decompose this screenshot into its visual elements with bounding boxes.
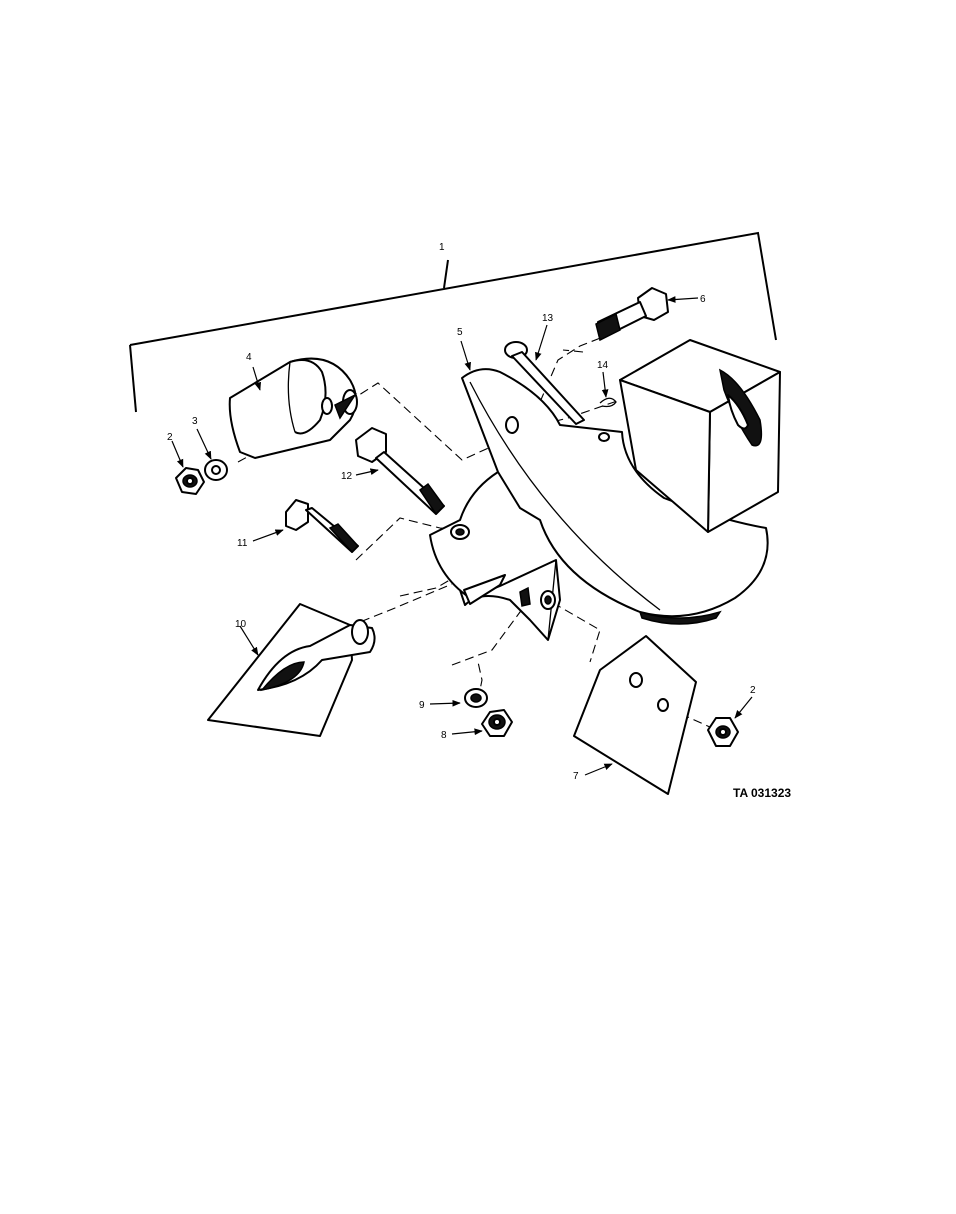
callout-13: 13	[542, 313, 554, 324]
hex-nut-left	[175, 467, 205, 495]
tooth-10	[207, 603, 376, 737]
lock-washer	[204, 459, 228, 481]
pin-13	[504, 341, 585, 425]
tooth-holder	[228, 357, 358, 459]
callout-4: 4	[246, 352, 252, 363]
leader-arrows	[171, 296, 753, 776]
callout-10: 10	[235, 619, 247, 630]
callout-11: 11	[237, 538, 248, 549]
adapter-box	[619, 339, 781, 533]
callout-2-right: 2	[750, 685, 756, 696]
bolt-11	[285, 499, 360, 554]
callout-2-left: 2	[167, 432, 173, 443]
callout-14: 14	[597, 360, 609, 371]
hex-nut-right	[707, 717, 739, 747]
callout-1: 1	[439, 242, 445, 253]
callout-3: 3	[192, 416, 198, 427]
wear-plate-7	[573, 635, 697, 795]
callout-5: 5	[457, 327, 463, 338]
bolt-6	[595, 287, 669, 342]
bolt-12	[355, 427, 445, 516]
callout-12: 12	[341, 471, 353, 482]
callout-7: 7	[573, 771, 579, 782]
assembly-bracket	[129, 231, 777, 413]
callout-9: 9	[419, 700, 425, 711]
main-shank-casting	[429, 368, 769, 641]
cotter-pin-14	[599, 397, 617, 408]
callout-labels: 1 2 2 3 4 5 6 7 8 9 10 11 12 13 14	[167, 242, 756, 782]
figure-id-label: TA 031323	[733, 786, 791, 800]
hex-nut-8	[481, 709, 513, 737]
callout-6: 6	[700, 294, 706, 305]
washer-9	[464, 688, 488, 708]
callout-8: 8	[441, 730, 447, 741]
